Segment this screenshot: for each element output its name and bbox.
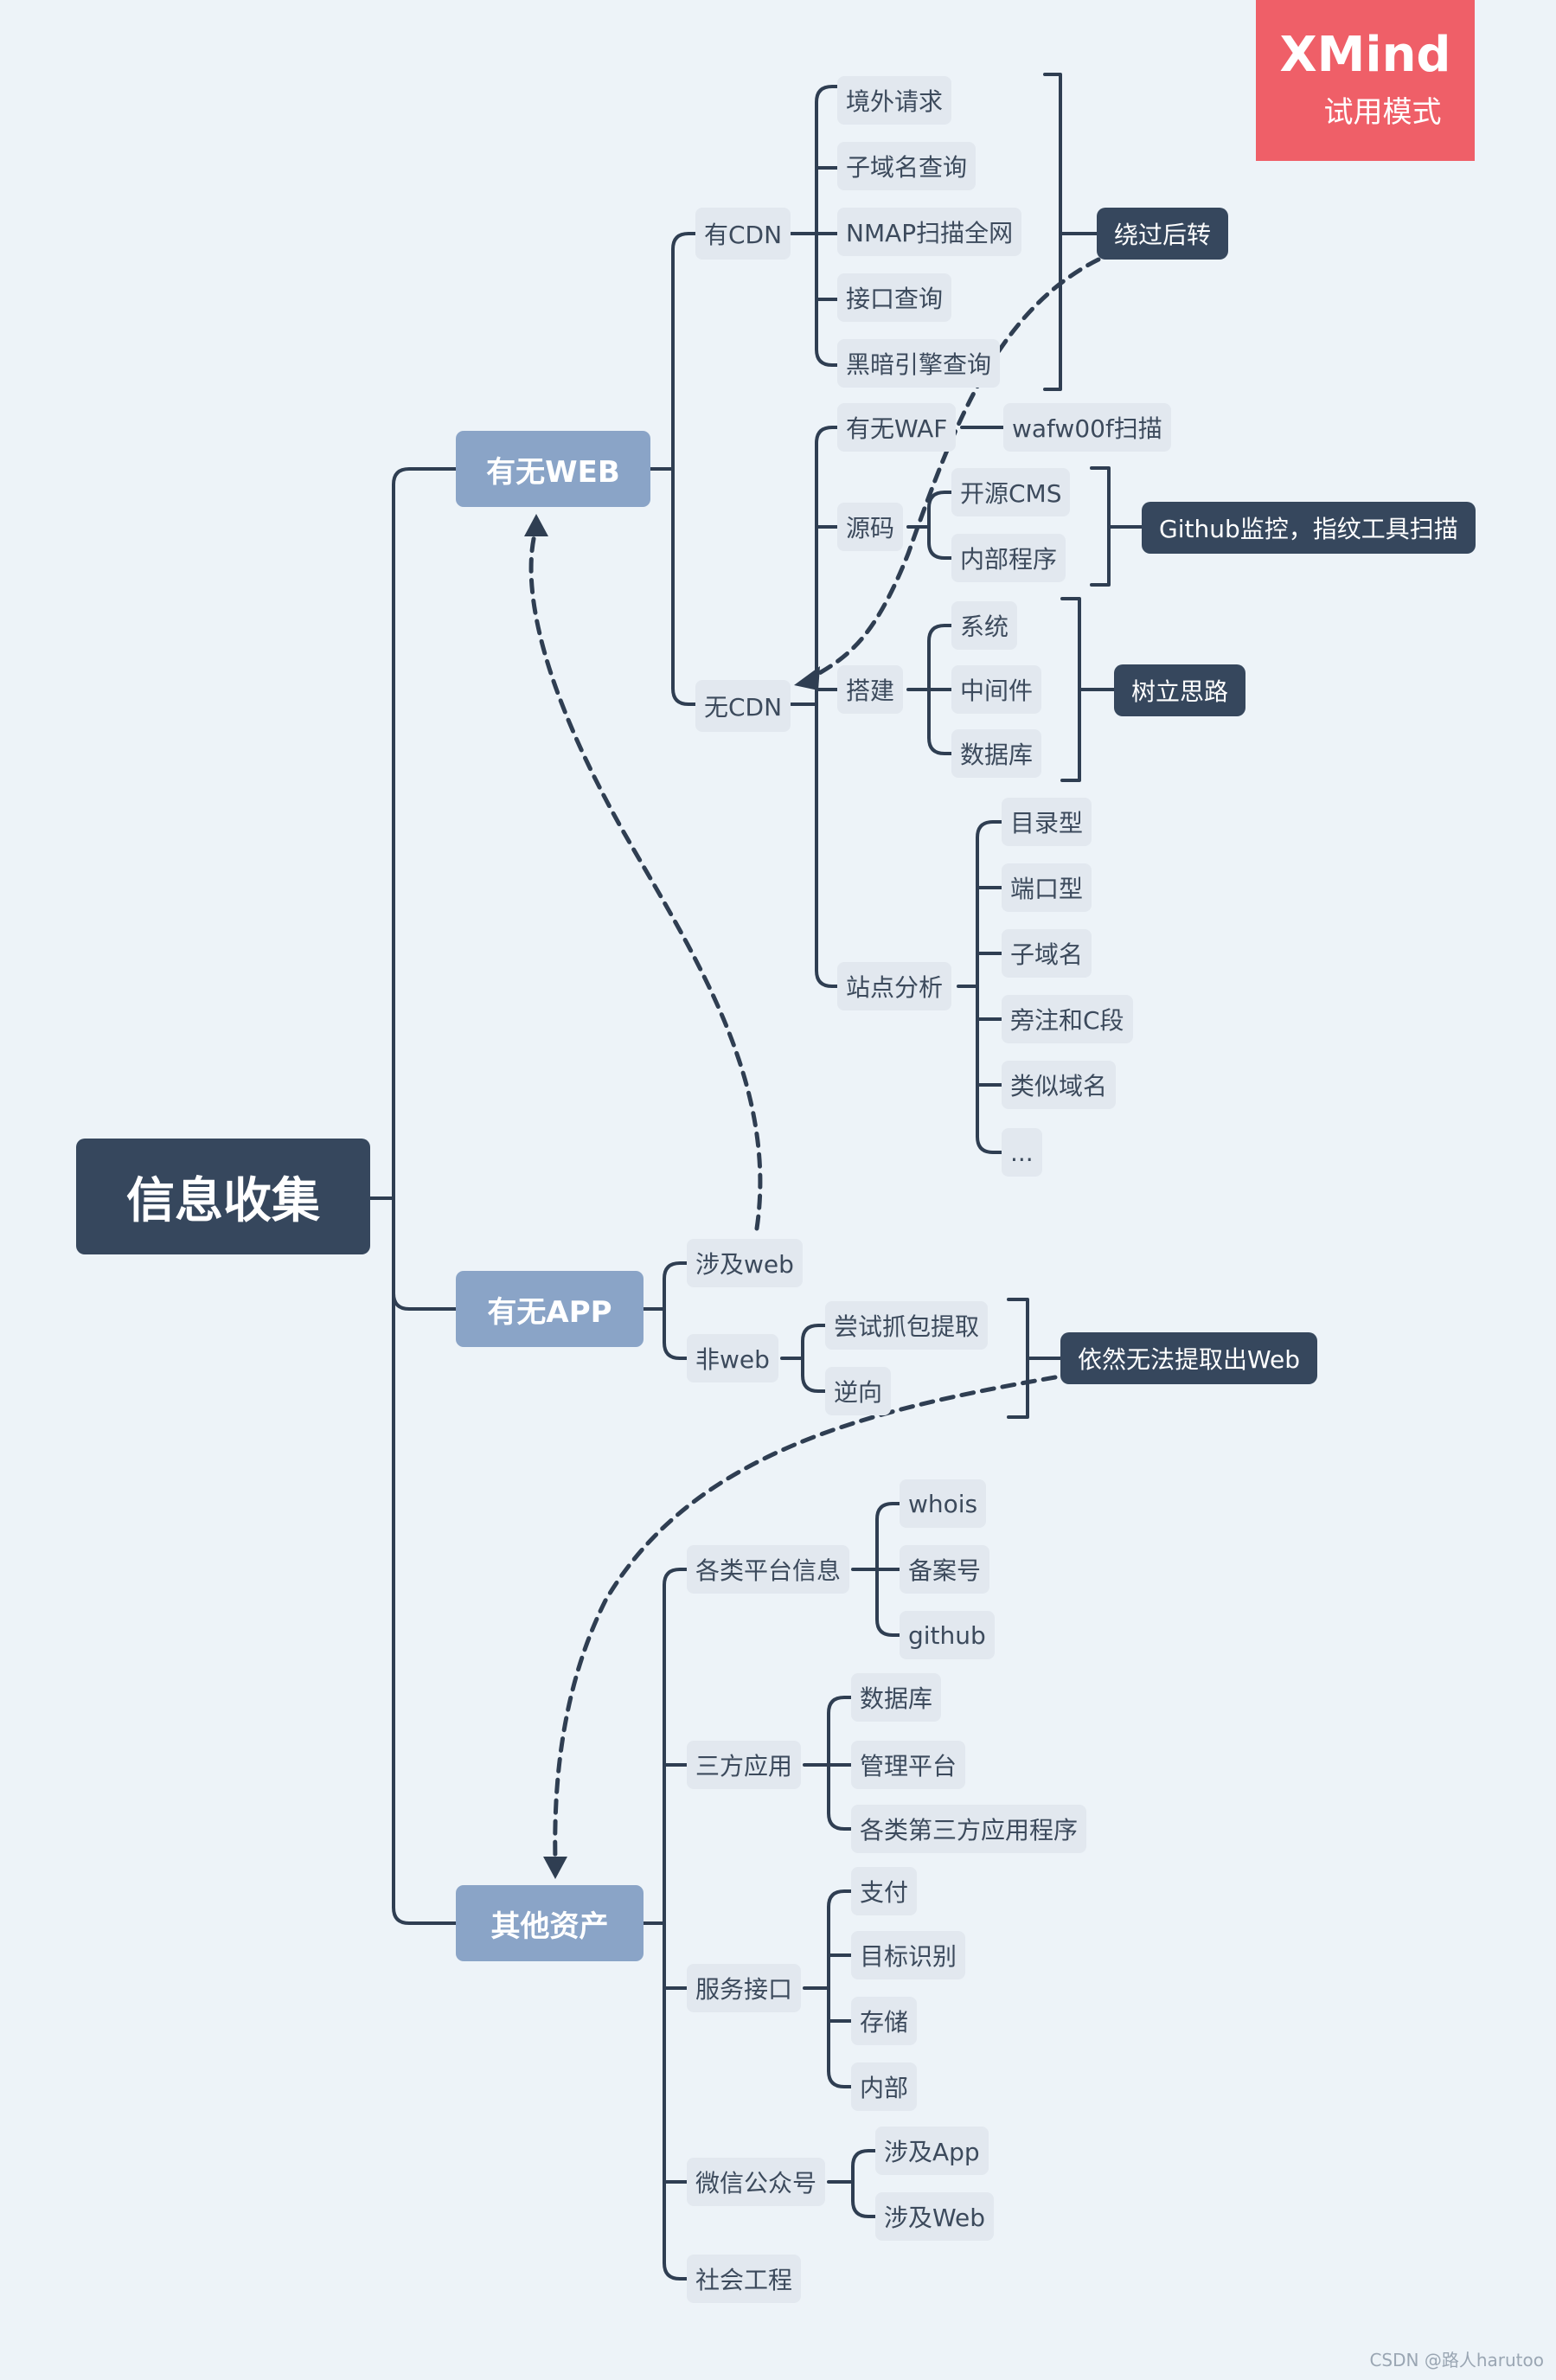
node-platform-item[interactable]: whois xyxy=(900,1479,987,1528)
node-wafw00f[interactable]: wafw00f扫描 xyxy=(1003,403,1171,452)
node-cdn-item[interactable]: 境外请求 xyxy=(837,76,952,125)
arrowhead-no-web xyxy=(543,1857,567,1879)
arrowhead-bypass xyxy=(794,666,820,690)
node-site-item[interactable]: 类似域名 xyxy=(1002,1061,1117,1109)
node-platform-item[interactable]: github xyxy=(900,1611,995,1659)
node-nonweb-item[interactable]: 尝试抓包提取 xyxy=(825,1301,989,1350)
node-non-web[interactable]: 非web xyxy=(687,1334,778,1382)
bracket-cdn xyxy=(1043,73,1098,391)
node-source-item[interactable]: 内部程序 xyxy=(951,534,1066,582)
note-github-monitor[interactable]: Github监控，指纹工具扫描 xyxy=(1142,502,1476,554)
csdn-watermark: CSDN @路人harutoo xyxy=(1369,2350,1544,2370)
node-build-item[interactable]: 数据库 xyxy=(951,729,1042,778)
node-service-item[interactable]: 目标识别 xyxy=(851,1931,966,1979)
node-no-cdn[interactable]: 无CDN xyxy=(695,680,791,732)
node-source-item[interactable]: 开源CMS xyxy=(951,468,1071,516)
node-wechat[interactable]: 微信公众号 xyxy=(687,2158,826,2206)
node-third-item[interactable]: 数据库 xyxy=(851,1673,942,1722)
edge-build-items xyxy=(906,624,953,755)
node-involves-web[interactable]: 涉及web xyxy=(687,1239,803,1287)
node-build-item[interactable]: 系统 xyxy=(951,601,1018,650)
trial-mode-label: 试用模式 xyxy=(1323,94,1442,130)
node-has-cdn[interactable]: 有CDN xyxy=(695,208,791,260)
edge-nocdn-items xyxy=(790,426,839,988)
note-mindset[interactable]: 树立思路 xyxy=(1114,664,1246,716)
node-site-item[interactable]: 旁注和C段 xyxy=(1002,995,1133,1043)
node-service-item[interactable]: 存储 xyxy=(851,1997,918,2045)
node-waf[interactable]: 有无WAF xyxy=(837,403,957,452)
node-site[interactable]: 站点分析 xyxy=(837,962,952,1010)
bracket-build xyxy=(1060,597,1116,782)
edge-other-items xyxy=(642,1568,688,2281)
node-wechat-item[interactable]: 涉及App xyxy=(875,2127,989,2175)
branch-web[interactable]: 有无WEB xyxy=(456,431,650,507)
edge-source-items xyxy=(906,491,953,560)
note-bypass[interactable]: 绕过后转 xyxy=(1097,208,1229,260)
edge-trunk-vertical xyxy=(392,467,458,1925)
bracket-nonweb xyxy=(1007,1298,1062,1419)
relation-involves-web-arrow xyxy=(528,525,763,1231)
node-cdn-item[interactable]: 接口查询 xyxy=(837,273,952,322)
edge-cdn-items xyxy=(790,85,839,367)
node-third-item[interactable]: 管理平台 xyxy=(851,1741,966,1789)
edge-third-items xyxy=(803,1696,853,1831)
edge-app-items xyxy=(642,1261,688,1360)
edge-service-items xyxy=(803,1889,853,2088)
node-site-item[interactable]: 子域名 xyxy=(1002,929,1092,978)
node-cdn-item[interactable]: NMAP扫描全网 xyxy=(837,208,1022,256)
node-service[interactable]: 服务接口 xyxy=(687,1964,802,2012)
node-build[interactable]: 搭建 xyxy=(837,665,904,714)
node-site-item[interactable]: 端口型 xyxy=(1002,863,1092,912)
node-platform[interactable]: 各类平台信息 xyxy=(687,1545,850,1594)
node-cdn-item[interactable]: 黑暗引擎查询 xyxy=(837,339,1001,388)
node-third-party[interactable]: 三方应用 xyxy=(687,1741,802,1789)
node-service-item[interactable]: 支付 xyxy=(851,1867,918,1915)
node-service-item[interactable]: 内部 xyxy=(851,2062,918,2111)
node-wechat-item[interactable]: 涉及Web xyxy=(875,2192,995,2241)
root-node[interactable]: 信息收集 xyxy=(76,1139,370,1254)
edge-nonweb-items xyxy=(780,1324,827,1393)
node-platform-item[interactable]: 备案号 xyxy=(900,1545,990,1594)
bracket-source xyxy=(1090,466,1143,587)
xmind-trial-badge: XMind 试用模式 xyxy=(1256,0,1475,161)
node-source[interactable]: 源码 xyxy=(837,503,904,551)
relation-no-web-arrow xyxy=(553,1375,1058,1863)
branch-app[interactable]: 有无APP xyxy=(456,1271,644,1347)
node-site-item[interactable]: ... xyxy=(1002,1128,1042,1177)
arrowhead-involves-web xyxy=(524,514,548,536)
edge-platform-items xyxy=(851,1502,901,1637)
edge-site-items xyxy=(957,820,1003,1154)
edge-web-cdn xyxy=(649,232,697,706)
note-no-web[interactable]: 依然无法提取出Web xyxy=(1060,1332,1318,1384)
node-nonweb-item[interactable]: 逆向 xyxy=(825,1367,892,1415)
node-social-engineering[interactable]: 社会工程 xyxy=(687,2255,802,2303)
node-cdn-item[interactable]: 子域名查询 xyxy=(837,142,977,190)
edge-wechat-items xyxy=(827,2149,877,2218)
node-site-item[interactable]: 目录型 xyxy=(1002,798,1092,846)
node-build-item[interactable]: 中间件 xyxy=(951,665,1042,714)
node-third-item[interactable]: 各类第三方应用程序 xyxy=(851,1805,1087,1853)
xmind-logo-text: XMind xyxy=(1279,26,1451,83)
relation-bypass-arrow xyxy=(806,257,1101,682)
branch-other[interactable]: 其他资产 xyxy=(456,1885,644,1961)
